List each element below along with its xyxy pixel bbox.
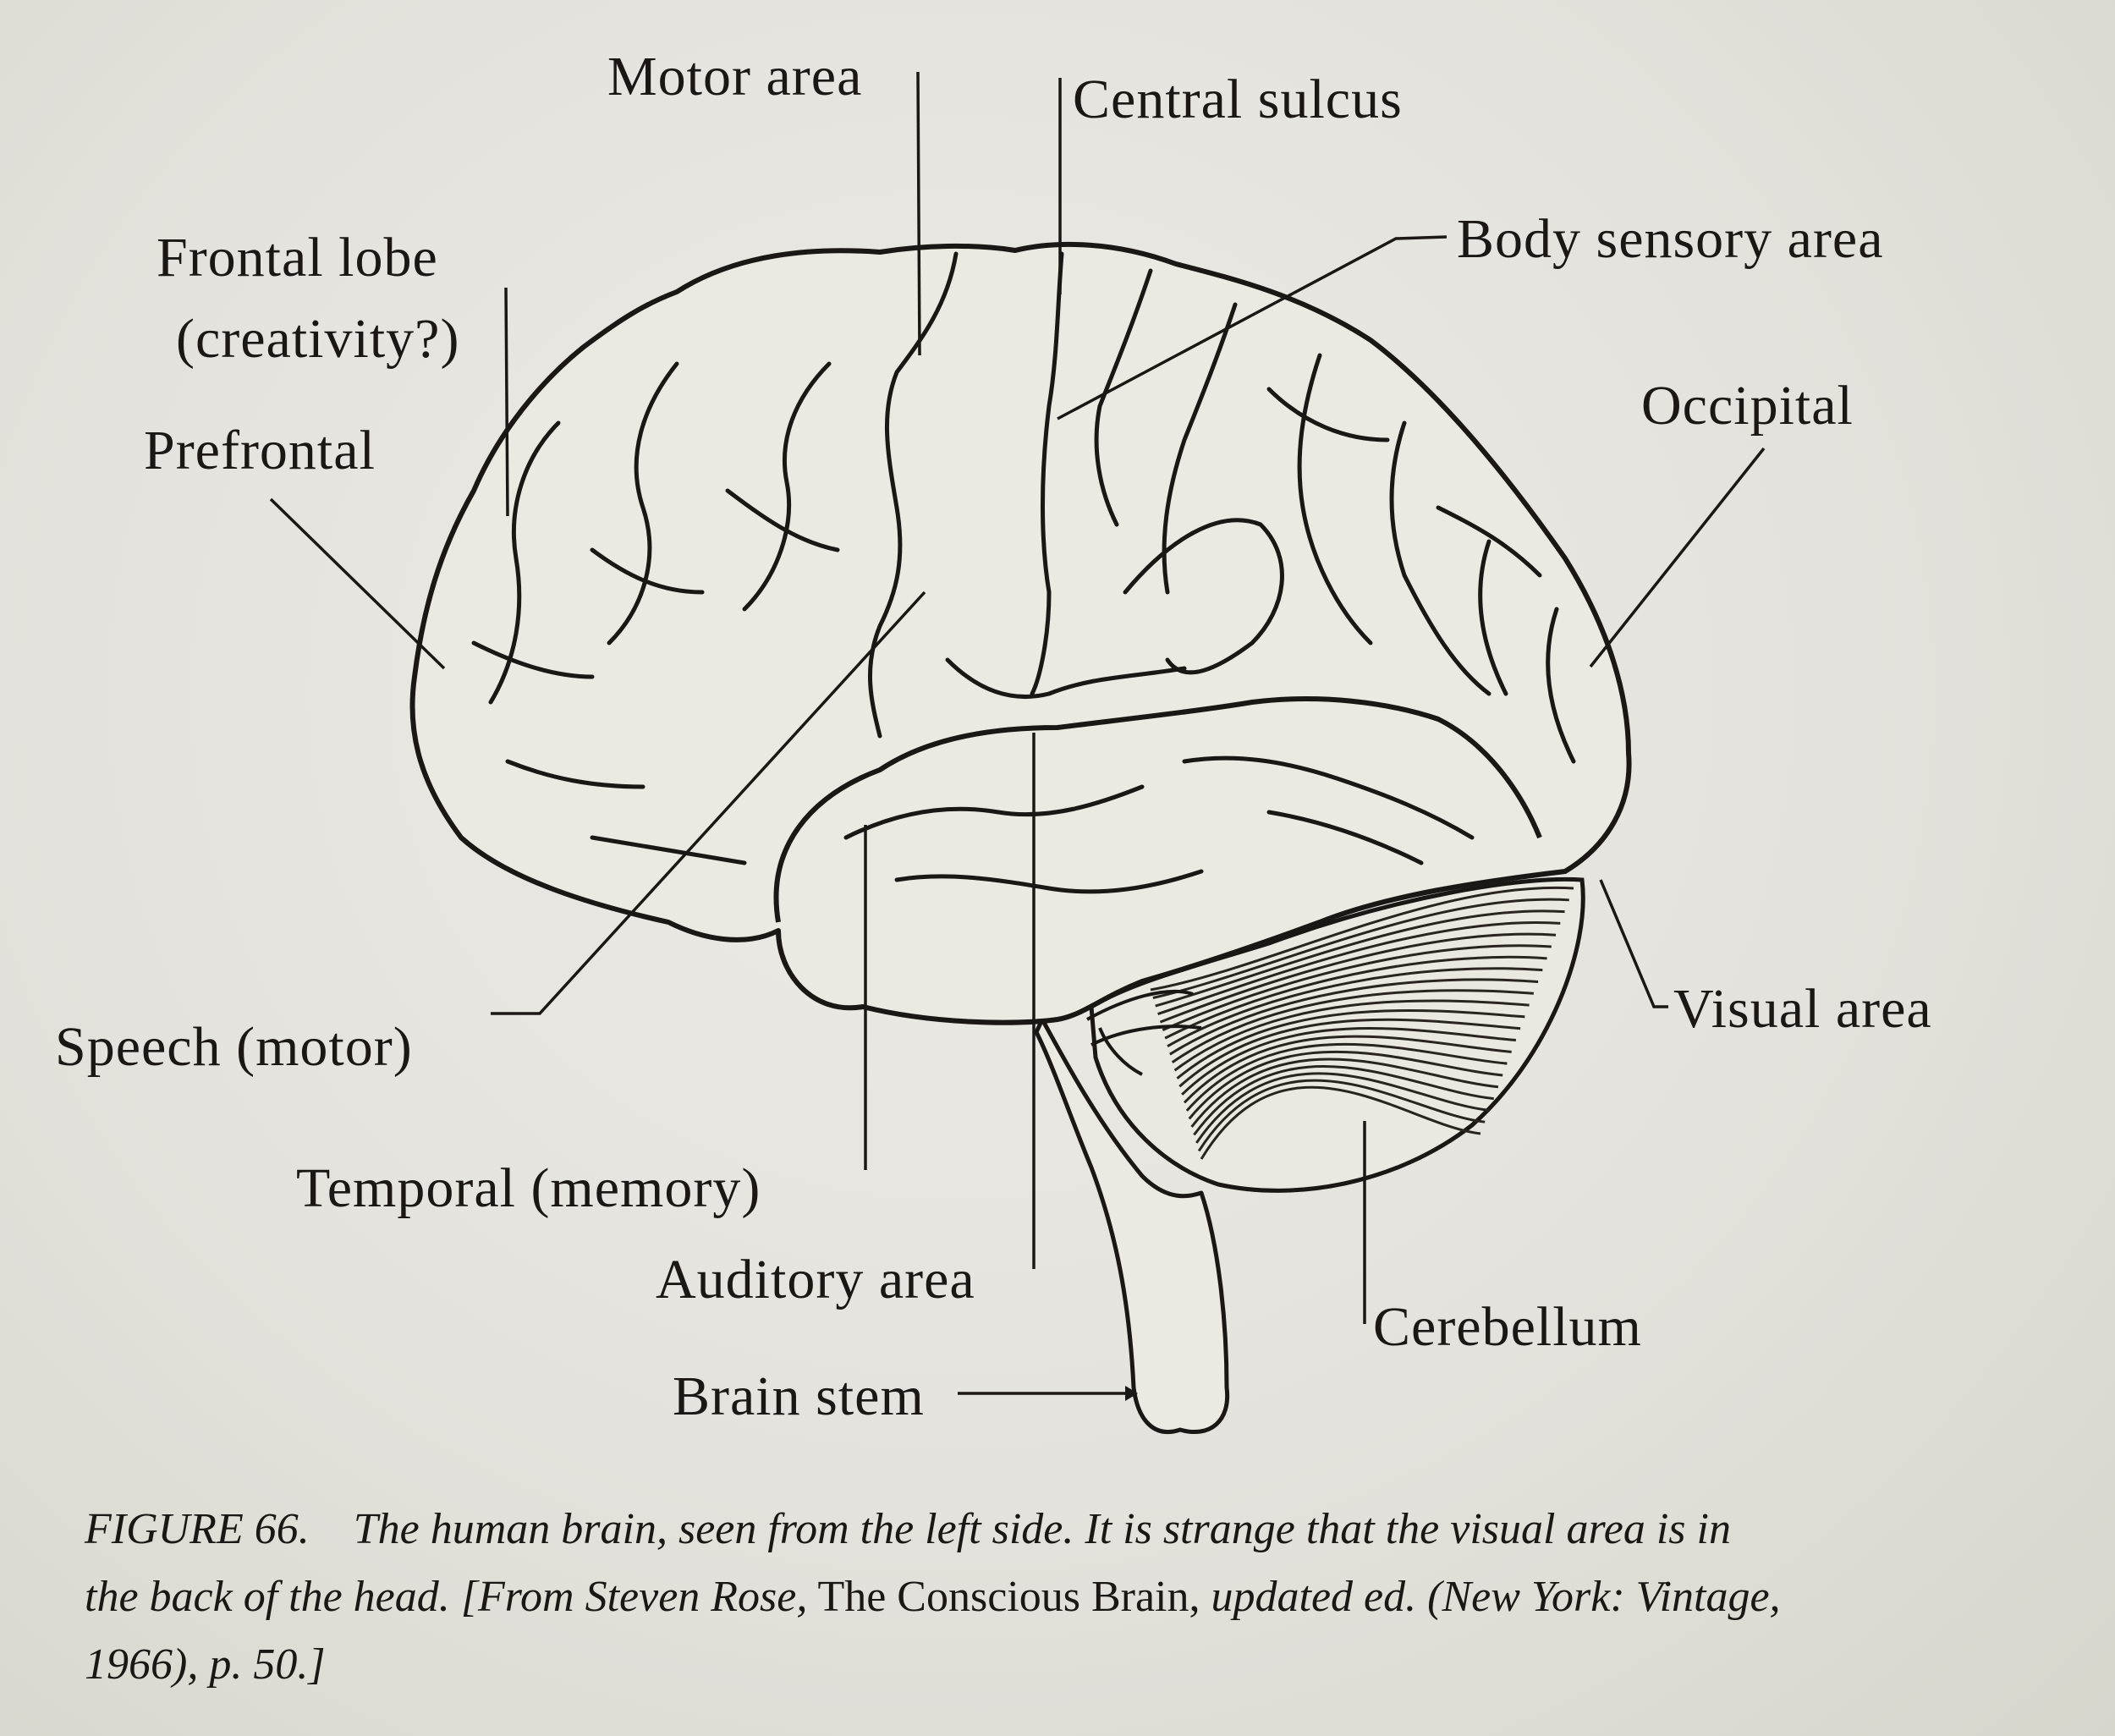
label-auditory-area: Auditory area bbox=[656, 1249, 975, 1310]
leader-body-sensory-area bbox=[1057, 235, 1448, 420]
cerebellum-folium bbox=[1193, 1065, 1494, 1136]
brain-stem-shape bbox=[1034, 1017, 1230, 1435]
cerebellum-folium bbox=[1155, 909, 1565, 1008]
brain-stem-arrow bbox=[1125, 1386, 1138, 1401]
leader-prefrontal bbox=[269, 497, 446, 670]
cerebellum-folium bbox=[1197, 1079, 1486, 1152]
label-temporal-memory: Temporal (memory) bbox=[296, 1157, 761, 1219]
cerebellum-folium bbox=[1167, 967, 1543, 1047]
figure-caption: FIGURE 66. The human brain, seen from th… bbox=[85, 1496, 2064, 1699]
label-body-sensory-area: Body sensory area bbox=[1457, 208, 1884, 270]
label-central-sulcus: Central sulcus bbox=[1073, 69, 1403, 130]
cerebellum-folium bbox=[1185, 1042, 1508, 1112]
caption-figure-number: FIGURE 66. bbox=[85, 1505, 310, 1553]
cerebellum-folium bbox=[1171, 989, 1534, 1063]
cerebrum-shape bbox=[409, 241, 1632, 1025]
caption-line-2c: updated ed. (New York: Vintage, bbox=[1211, 1573, 1781, 1621]
cerebellum-folium bbox=[1173, 999, 1530, 1072]
cerebellum-folium bbox=[1164, 955, 1547, 1040]
label-brain-stem: Brain stem bbox=[673, 1365, 925, 1427]
caption-line-1: The human brain, seen from the left side… bbox=[353, 1505, 1731, 1553]
cerebellum-folium bbox=[1169, 978, 1539, 1056]
caption-line-2a: the back of the head. bbox=[85, 1573, 450, 1621]
cerebellum-folium bbox=[1176, 1009, 1525, 1080]
cerebellum-folium bbox=[1190, 1058, 1499, 1128]
cerebellum-folium bbox=[1200, 1085, 1481, 1160]
cerebellum-folium bbox=[1183, 1035, 1512, 1104]
temporal-lobe-shape bbox=[773, 696, 1542, 923]
cerebellum-shape bbox=[1086, 876, 1585, 1193]
cerebellum-folium bbox=[1152, 898, 1569, 999]
cerebellum-folium bbox=[1181, 1026, 1517, 1096]
leader-motor-area bbox=[916, 71, 921, 356]
label-visual-area: Visual area bbox=[1673, 978, 1932, 1040]
caption-line-3: 1966), p. 50.] bbox=[85, 1640, 326, 1689]
label-frontal-lobe: Frontal lobe bbox=[157, 227, 438, 288]
cerebellum-folium bbox=[1150, 886, 1574, 992]
cerebellum-folium bbox=[1162, 944, 1552, 1031]
cerebellum-folium bbox=[1178, 1018, 1521, 1088]
leader-visual-area bbox=[1599, 879, 1668, 1008]
label-motor-area: Motor area bbox=[607, 46, 863, 107]
leader-lines bbox=[269, 71, 1766, 1395]
caption-line-2b: [From Steven Rose, bbox=[460, 1573, 808, 1621]
label-speech-motor: Speech (motor) bbox=[55, 1016, 413, 1078]
leader-occipital bbox=[1589, 447, 1766, 668]
cerebellum-folium bbox=[1188, 1050, 1503, 1120]
label-cerebellum: Cerebellum bbox=[1373, 1296, 1642, 1358]
cerebellum-folium bbox=[1195, 1072, 1490, 1144]
cerebellum-folium bbox=[1157, 921, 1561, 1015]
leader-speech-motor bbox=[491, 591, 926, 1015]
cerebellum-folium bbox=[1159, 932, 1557, 1024]
label-frontal-lobe-note: (creativity?) bbox=[176, 308, 460, 370]
caption-book-title: The Conscious Brain, bbox=[817, 1573, 1200, 1621]
label-prefrontal: Prefrontal bbox=[144, 420, 376, 481]
label-occipital: Occipital bbox=[1641, 375, 1854, 437]
brain-sulci bbox=[471, 251, 1576, 894]
leader-frontal-lobe bbox=[504, 287, 509, 517]
